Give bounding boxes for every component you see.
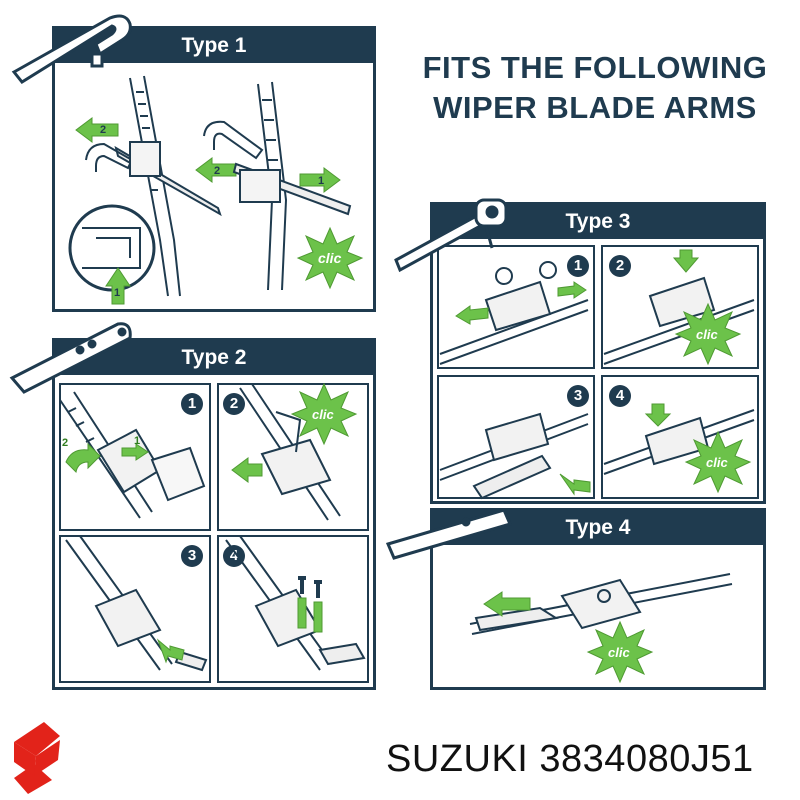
svg-text:clic: clic: [318, 250, 342, 266]
type1-arrow-label-c: 1: [318, 175, 324, 187]
headline-line-2: WIPER BLADE ARMS: [433, 90, 757, 125]
type2-arm-icon: [9, 322, 132, 394]
type2-clic-burst: clic: [291, 383, 357, 445]
type1-arrows: [75, 117, 341, 305]
headline-line-1: FITS THE FOLLOWING: [422, 50, 768, 85]
type3-arm-icon: [394, 198, 508, 273]
type2-step-1-badge: 1: [181, 393, 203, 415]
type2-step-2-badge: 2: [223, 393, 245, 415]
type4-arm-icon: [385, 508, 513, 560]
suzuki-logo: [14, 722, 60, 794]
type1-arm-icon: [11, 14, 132, 84]
type2-arrow-label-b: 1: [134, 435, 140, 447]
type3-step-1-badge: 1: [567, 255, 589, 277]
type1-title: Type 1: [55, 29, 373, 63]
type3-clic-burst-b: clic: [685, 431, 751, 493]
headline: FITS THE FOLLOWING WIPER BLADE ARMS: [398, 48, 792, 128]
type2-step-3-badge: 3: [181, 545, 203, 567]
type1-arrow-label-a: 2: [100, 124, 106, 136]
type2-arrow-label-a: 2: [62, 437, 68, 449]
type3-step-2-badge: 2: [609, 255, 631, 277]
type1-arrow-label-b: 2: [214, 165, 220, 177]
type3-step-3-badge: 3: [567, 385, 589, 407]
type3-clic-burst-a: clic: [675, 303, 741, 365]
type1-arrow-label-d: 1: [114, 287, 120, 299]
type2-step-4-badge: 4: [223, 545, 245, 567]
type4-panel: Type 4: [430, 508, 766, 690]
type1-clic-burst: clic: [297, 227, 363, 289]
product-caption: SUZUKI 3834080J51: [386, 738, 754, 780]
svg-text:clic: clic: [608, 645, 630, 660]
svg-text:clic: clic: [696, 327, 718, 342]
type4-clic-burst: clic: [587, 621, 653, 683]
svg-text:clic: clic: [706, 455, 728, 470]
type1-blade-left: [85, 75, 222, 297]
svg-text:clic: clic: [312, 407, 334, 422]
type3-step-4-badge: 4: [609, 385, 631, 407]
